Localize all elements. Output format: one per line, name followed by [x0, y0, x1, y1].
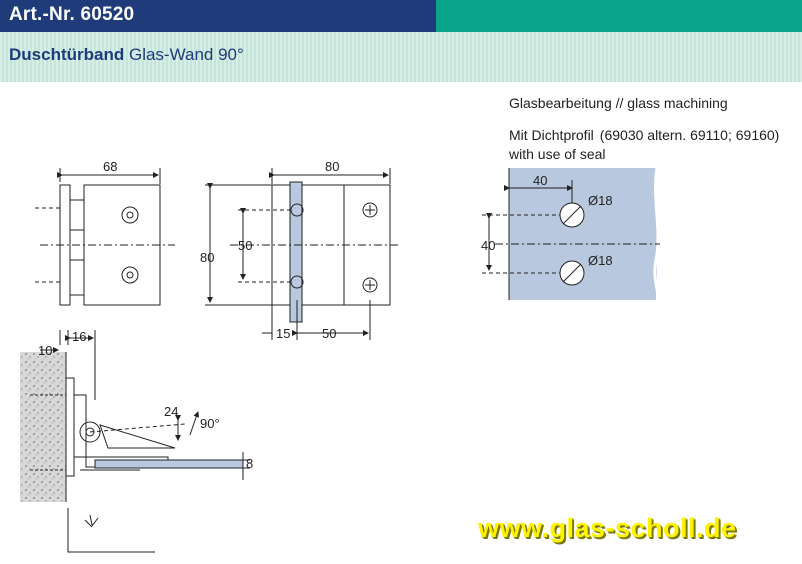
front-width-label: 68 — [103, 159, 117, 174]
product-title-bold: Duschtürband — [9, 45, 125, 64]
header-bar: Art.-Nr. 60520 — [0, 0, 802, 32]
seal-label: Mit Dichtprofil — [509, 127, 594, 143]
pin-offset-label: 16 — [72, 329, 86, 344]
glass-thickness-label: 8 — [246, 456, 253, 471]
pivot-height-label: 24 — [164, 404, 178, 419]
article-number-box: Art.-Nr. 60520 — [0, 0, 436, 32]
seal-english: with use of seal — [509, 146, 606, 162]
product-title: Duschtürband Glas-Wand 90° — [9, 45, 244, 65]
seal-line: Mit Dichtprofil (69030 altern. 69110; 691… — [509, 127, 779, 143]
product-title-rest: Glas-Wand 90° — [128, 45, 244, 64]
right-width-label: 50 — [322, 326, 336, 341]
hole-spacing-label: 50 — [238, 238, 252, 253]
side-view — [205, 168, 400, 340]
hole-bottom-label: Ø18 — [588, 253, 613, 268]
accent-bar — [436, 0, 802, 32]
edge-distance-label: 40 — [533, 173, 547, 188]
front-view — [35, 168, 175, 306]
website-url[interactable]: www.glas-scholl.de — [478, 513, 737, 543]
wall-offset-label: 10 — [38, 343, 52, 358]
opening-angle-label: 90° — [200, 416, 220, 431]
title-bar — [0, 32, 802, 82]
hole-top-label: Ø18 — [588, 193, 613, 208]
glass-plate — [482, 167, 660, 301]
left-offset-label: 15 — [276, 326, 290, 341]
top-view — [20, 330, 250, 553]
machining-heading: Glasbearbeitung // glass machining — [509, 95, 728, 111]
side-height-label: 80 — [200, 250, 214, 265]
article-number: Art.-Nr. 60520 — [9, 4, 135, 25]
side-width-label: 80 — [325, 159, 339, 174]
seal-alternatives: (69030 altern. 69110; 69160) — [599, 127, 780, 143]
hole-distance-label: 40 — [481, 238, 495, 253]
